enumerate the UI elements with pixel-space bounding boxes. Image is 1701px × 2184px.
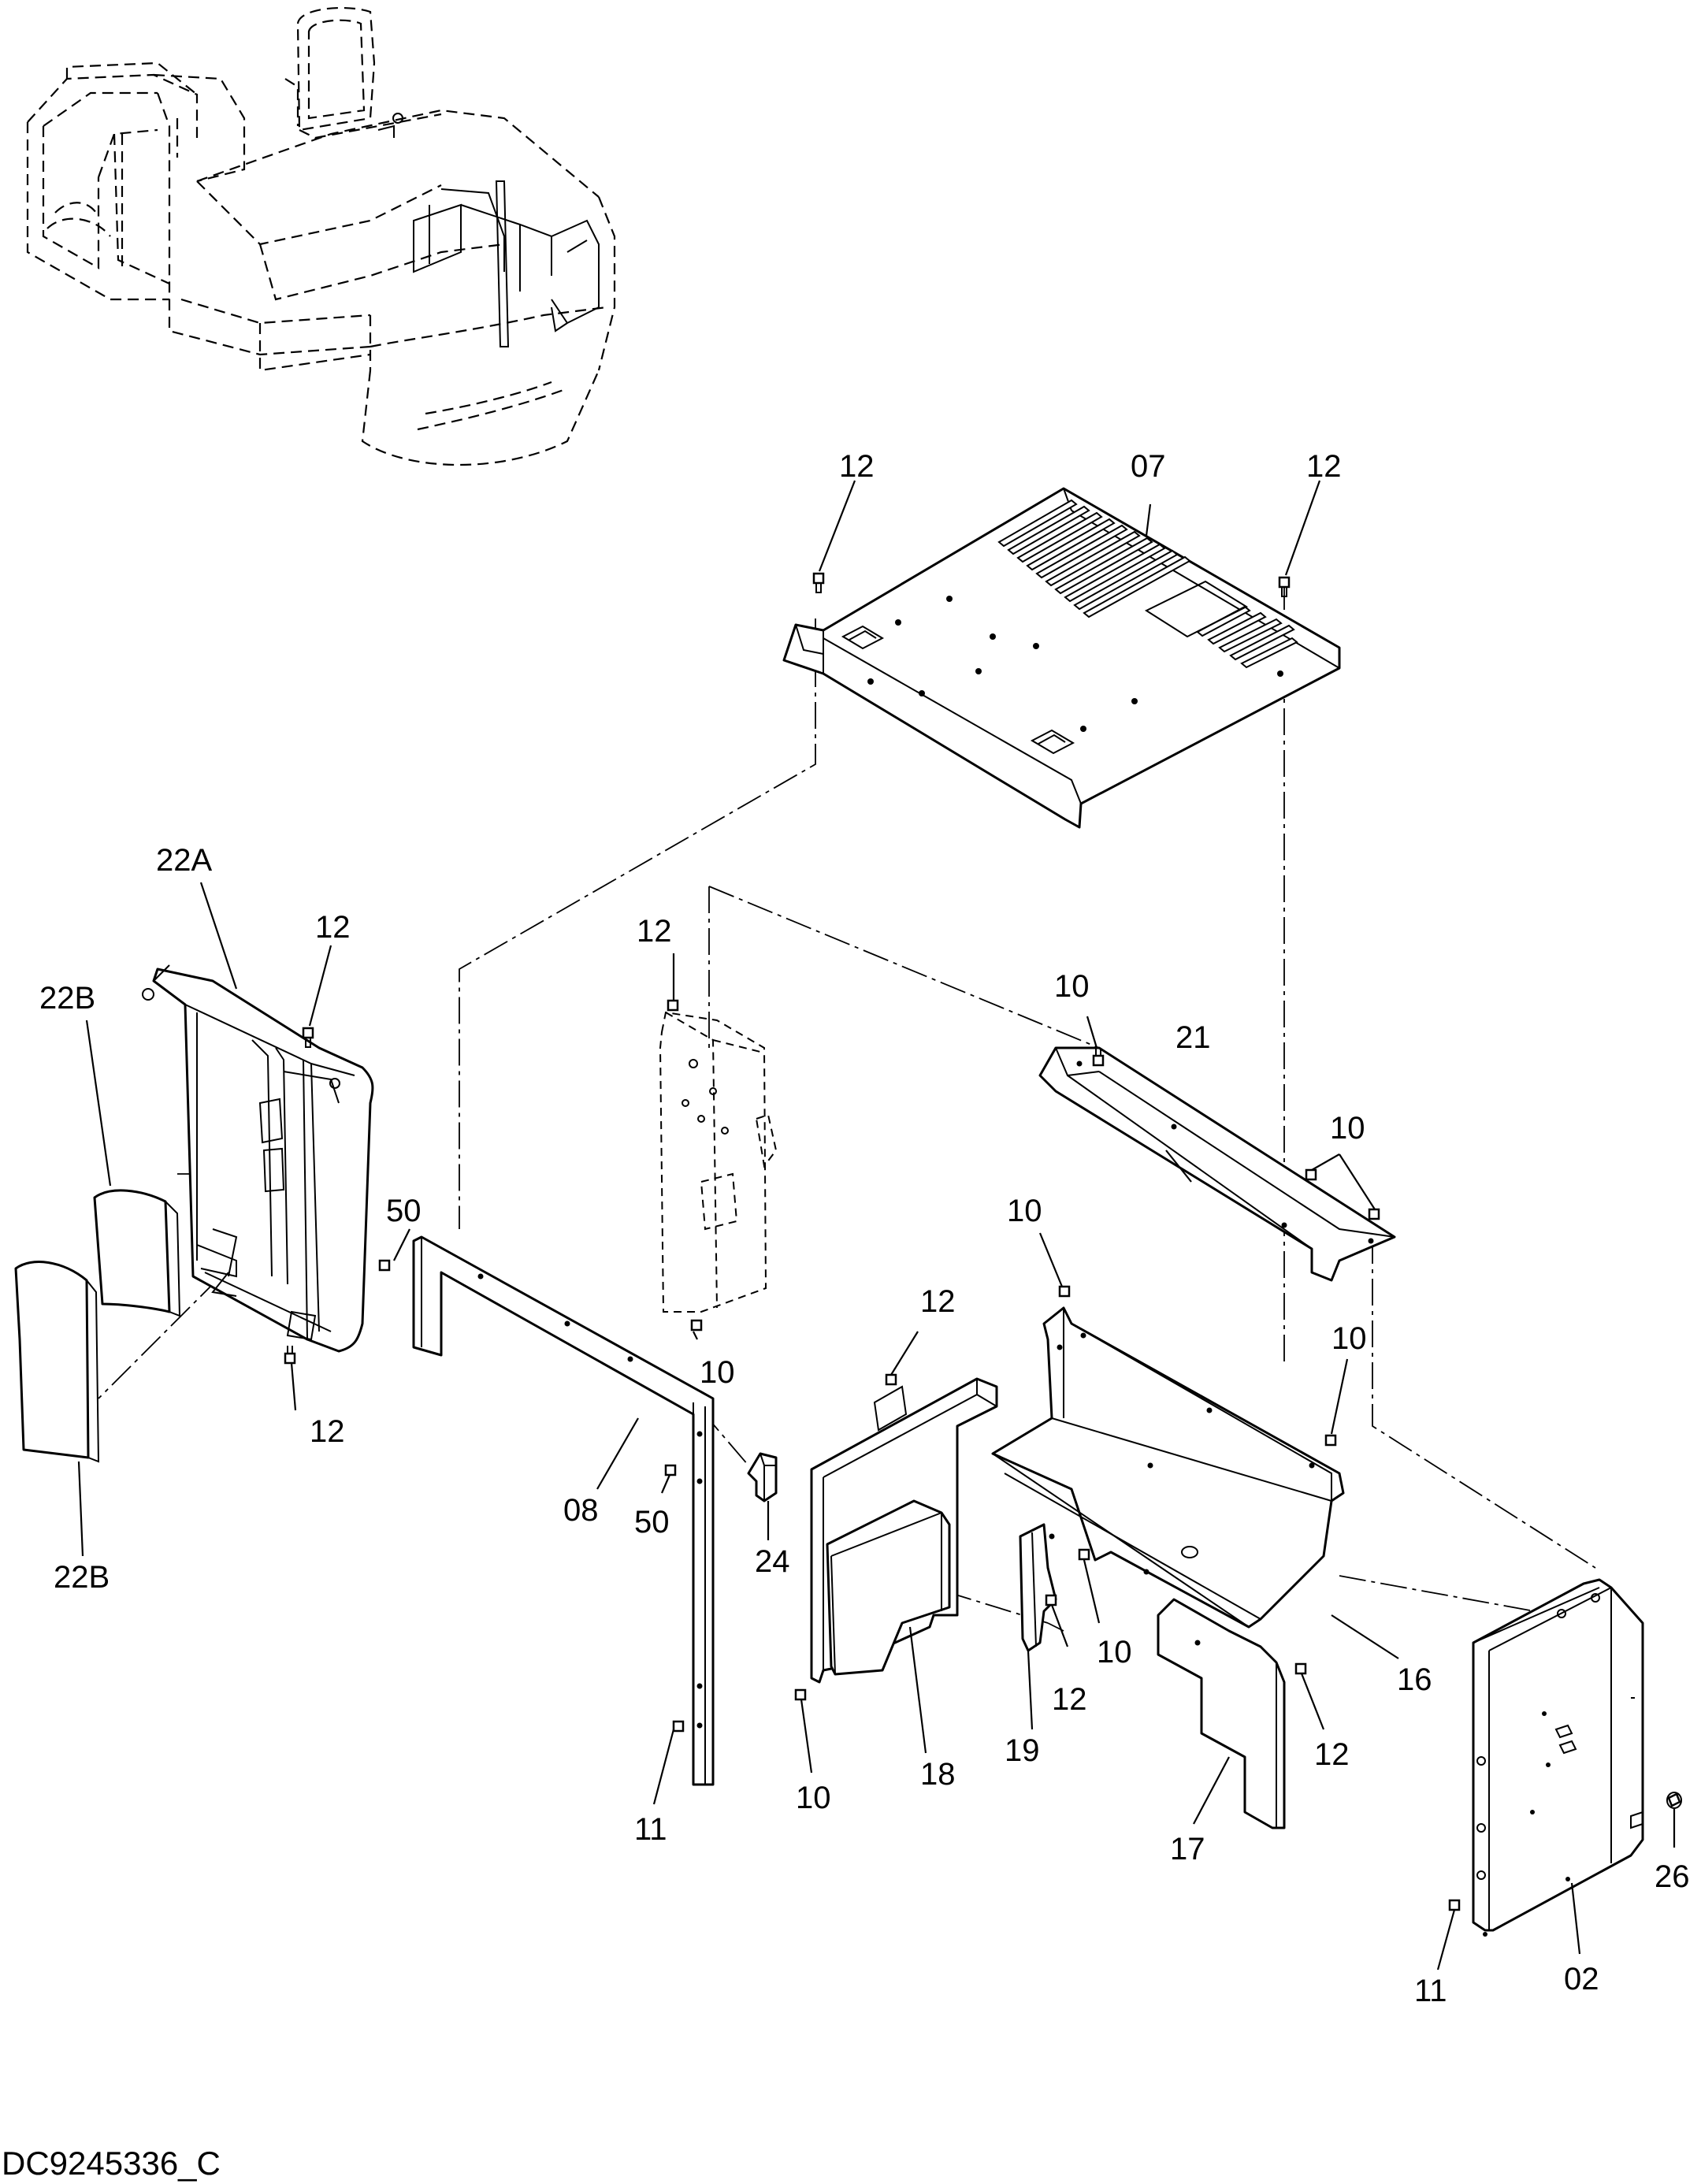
callout-02: 02: [1564, 1962, 1599, 1996]
callout-10-bracket21-right: 10: [1330, 1111, 1365, 1146]
panel-holes: [1476, 1593, 1643, 1937]
callout-12-panel18: 12: [920, 1284, 956, 1319]
callout-22b-upper: 22B: [39, 981, 95, 1016]
callout-labels: 07 12 12 22A 22B 12 50 12 22B 08 50 24 1…: [39, 449, 1690, 2008]
part-19-bracket: [1019, 1523, 1090, 1652]
part-18-panel: [794, 1373, 998, 1701]
callout-26: 26: [1655, 1859, 1690, 1894]
callout-10-cover16-top: 10: [1007, 1194, 1042, 1228]
part-17-plate: [1157, 1598, 1307, 1829]
cover-holes: [867, 596, 1283, 732]
bolt-12-top-left: [812, 572, 825, 593]
bolt-10-bracket21: [1092, 1048, 1105, 1067]
callout-10-cover16-right: 10: [1331, 1321, 1367, 1356]
callout-12-top-right: 12: [1306, 449, 1342, 484]
callout-24: 24: [755, 1544, 790, 1579]
bolt-10-part19: [1078, 1548, 1090, 1561]
bolt-12-plate: [667, 999, 679, 1012]
bolt-10-cover16-top: [1058, 1285, 1071, 1298]
part-07-top-cover: [782, 487, 1341, 829]
callout-10-plate: 10: [700, 1355, 735, 1390]
part-24-clip: [747, 1452, 778, 1502]
callout-18: 18: [920, 1757, 956, 1792]
document-id: DC9245336_C: [2, 2145, 221, 2182]
callout-19: 19: [1005, 1733, 1040, 1768]
callout-17: 17: [1170, 1832, 1205, 1866]
callout-10-bracket21: 10: [1054, 969, 1090, 1004]
part-22a-shroud: [142, 964, 374, 1365]
part-21-bracket: [1038, 1046, 1396, 1282]
callout-10-part19: 10: [1097, 1635, 1132, 1670]
bolt-10-plate: [690, 1319, 703, 1332]
bolt-11-right: [1448, 1899, 1461, 1911]
callout-50-lower: 50: [634, 1505, 670, 1540]
callout-16: 16: [1397, 1662, 1432, 1697]
machine-overview: [26, 6, 616, 466]
part-08-frame: [378, 1235, 715, 1786]
bolt-12-shroud-bottom: [284, 1346, 296, 1365]
bolt-10-bracket21-right-b: [1368, 1208, 1380, 1220]
callout-12-part19: 12: [1052, 1682, 1087, 1717]
bolt-26: [1666, 1792, 1682, 1809]
vent-slots: [997, 499, 1298, 669]
frame-holes: [477, 1273, 703, 1729]
callout-22b-lower: 22B: [54, 1560, 110, 1595]
callout-22a: 22A: [156, 843, 212, 878]
bolt-12-part17: [1294, 1662, 1307, 1675]
bolt-12-part19: [1045, 1594, 1057, 1606]
part-16-cover: [991, 1285, 1345, 1629]
callout-11-left: 11: [634, 1812, 667, 1847]
callout-07: 07: [1131, 449, 1166, 484]
mounting-plate: [659, 999, 778, 1332]
part-02-side-panel: [1448, 1578, 1682, 1937]
callout-12-shroud-top: 12: [315, 910, 351, 945]
callout-11-right: 11: [1414, 1974, 1447, 2008]
callout-21: 21: [1175, 1020, 1211, 1055]
bolt-50-upper: [378, 1259, 391, 1272]
bolt-10-panel18-bottom: [794, 1688, 807, 1701]
bolt-11-left: [672, 1720, 685, 1733]
bolt-12-shroud-top: [302, 1027, 314, 1048]
callout-12-plate: 12: [637, 914, 672, 949]
bolt-12-panel18: [885, 1373, 897, 1386]
bolt-12-top-right: [1278, 576, 1291, 597]
callout-12-shroud-bottom: 12: [310, 1414, 345, 1449]
callout-10-panel18-bottom: 10: [796, 1781, 831, 1815]
callout-08: 08: [563, 1493, 599, 1528]
callout-12-top-left: 12: [839, 449, 875, 484]
callout-12-part17: 12: [1314, 1737, 1350, 1772]
bolt-50-lower: [664, 1464, 677, 1476]
part-22b-pad-lower: [14, 1261, 100, 1463]
bolt-10-cover16-right: [1324, 1434, 1337, 1447]
bolt-10-bracket21-right-a: [1305, 1168, 1317, 1181]
leader-lines: [77, 480, 1676, 1970]
part-22b-pad-upper: [93, 1189, 181, 1317]
callout-50-upper: 50: [386, 1194, 422, 1228]
